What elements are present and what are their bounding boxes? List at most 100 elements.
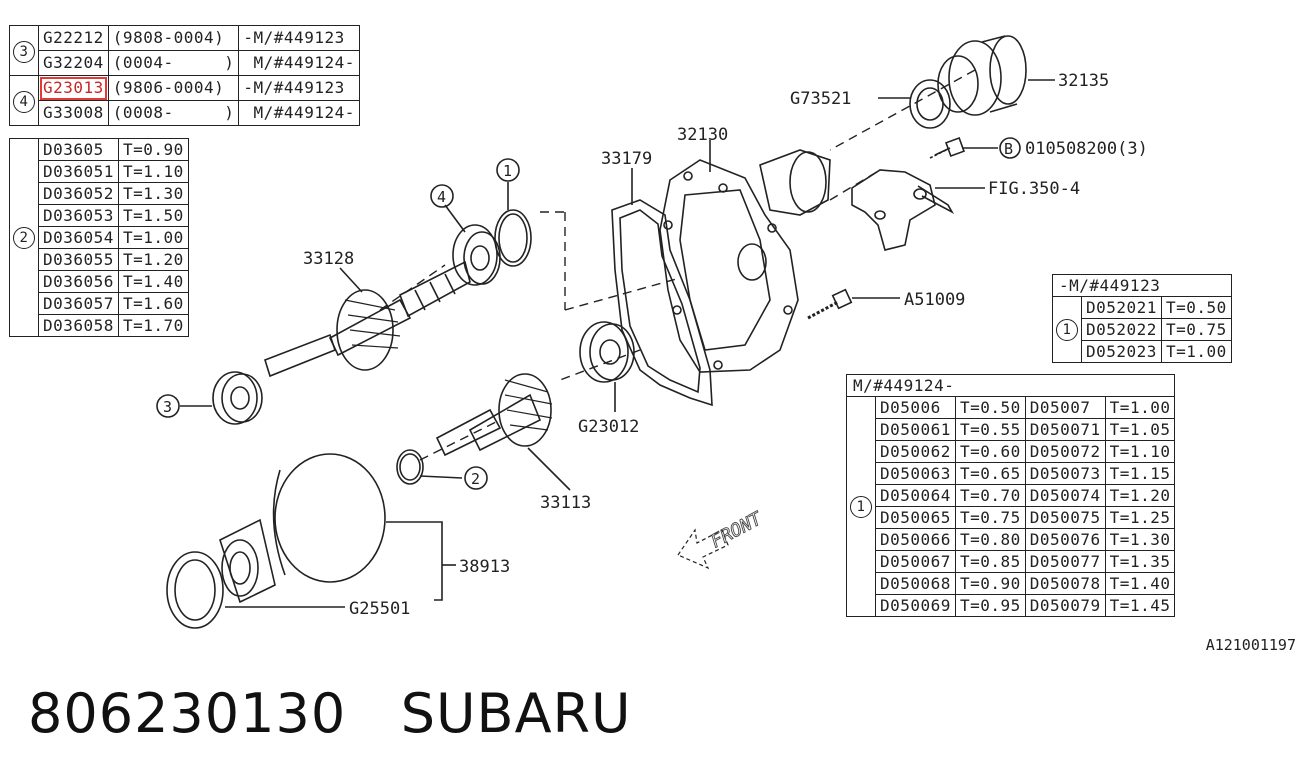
- part-33179-gasket: [611, 168, 713, 407]
- callout-a51009: A51009: [904, 290, 965, 310]
- exploded-parts-diagram: 32135 G73521 32130 33179 B: [156, 35, 1148, 629]
- callout-33128: 33128: [303, 249, 354, 269]
- table-row: 3 G22212 (9808-0004) -M/#449123: [9, 25, 360, 76]
- row-index-circle: 3: [13, 40, 35, 63]
- part-number-cell[interactable]: D050071: [1024, 418, 1106, 441]
- callout-fig350-4: FIG.350-4: [988, 179, 1080, 199]
- part-number-cell[interactable]: D050062: [875, 440, 956, 463]
- part-number-cell[interactable]: D050078: [1024, 572, 1106, 595]
- part-number-cell[interactable]: D050064: [875, 484, 956, 507]
- thickness-cell: T=1.35: [1104, 550, 1176, 573]
- part-number-cell[interactable]: D052021: [1081, 296, 1162, 319]
- row-index-circle: 1: [850, 496, 872, 518]
- front-label: FRONT: [707, 508, 766, 553]
- part-number-cell[interactable]: D050072: [1024, 440, 1106, 463]
- part-33113-pinion: [435, 373, 571, 491]
- part-number-cell[interactable]: D050065: [875, 506, 956, 529]
- part-number-cell[interactable]: D036058: [38, 314, 119, 337]
- part-number-cell-highlighted[interactable]: G23013: [38, 75, 109, 101]
- row-index-circle: 2: [13, 227, 35, 249]
- thickness-cell: T=0.65: [954, 462, 1026, 485]
- part-number-cell[interactable]: D036057: [38, 292, 119, 315]
- part-number-cell[interactable]: D036052: [38, 182, 119, 205]
- part-number-cell[interactable]: D052022: [1081, 318, 1162, 341]
- part-number-cell[interactable]: D036051: [38, 160, 119, 183]
- part-number-cell[interactable]: D050074: [1024, 484, 1106, 507]
- callout-32130: 32130: [677, 125, 728, 145]
- serial-range-header: M/#449124-: [845, 374, 1176, 397]
- thickness-cell: T=1.40: [1104, 572, 1176, 595]
- part-number-cell[interactable]: D050076: [1024, 528, 1106, 551]
- part-number-cell[interactable]: D050067: [875, 550, 956, 573]
- footer-title: 806230130 SUBARU: [28, 682, 632, 745]
- callout-circle-b-marker: [999, 137, 1021, 159]
- table-row: G33008 (0008- ) M/#449124-: [10, 100, 360, 126]
- row-index-circle: 1: [1056, 319, 1078, 341]
- thickness-cell: T=0.90: [954, 572, 1026, 595]
- top-parts-table: 3 G22212 (9808-0004) -M/#449123 G32204 (…: [9, 25, 360, 126]
- thickness-cell: T=0.95: [954, 594, 1026, 617]
- part-number-cell[interactable]: D050077: [1024, 550, 1106, 573]
- part-number-cell[interactable]: D036056: [38, 270, 119, 293]
- footer-part-number: 806230130: [28, 682, 347, 745]
- part-bearing-4: [430, 184, 501, 286]
- part-oring-1: [494, 158, 532, 267]
- part-number-cell[interactable]: D050075: [1024, 506, 1106, 529]
- part-38913-cover: [219, 453, 456, 604]
- callout-33113: 33113: [540, 493, 591, 513]
- part-number-cell[interactable]: D050073: [1024, 462, 1106, 485]
- part-number-cell[interactable]: D050079: [1024, 594, 1106, 617]
- part-number-cell[interactable]: D052023: [1081, 340, 1162, 363]
- thickness-cell: T=0.75: [1160, 318, 1232, 341]
- part-number-cell[interactable]: D05007: [1024, 396, 1106, 419]
- serial-cell: M/#449124-: [238, 100, 360, 126]
- callout-3-bearing: 3: [163, 398, 172, 416]
- thickness-cell: T=1.30: [1104, 528, 1176, 551]
- part-number-cell[interactable]: D050063: [875, 462, 956, 485]
- part-number-cell[interactable]: D036054: [38, 226, 119, 249]
- thickness-cell: T=1.45: [1104, 594, 1176, 617]
- callout-010508200: 010508200(3): [1025, 139, 1148, 159]
- part-number-cell[interactable]: G32204: [38, 50, 109, 76]
- thickness-cell: T=1.00: [117, 226, 189, 249]
- callout-b-letter: B: [1004, 140, 1013, 158]
- serial-cell: -M/#449123: [238, 25, 360, 51]
- thickness-cell: T=0.85: [954, 550, 1026, 573]
- thickness-cell: T=1.15: [1104, 462, 1176, 485]
- date-range-cell: (9806-0004): [107, 75, 240, 101]
- table-row: G32204 (0004- ) M/#449124-: [10, 50, 360, 76]
- part-number-cell[interactable]: D036055: [38, 248, 119, 271]
- thickness-cell: T=1.40: [117, 270, 189, 293]
- callout-33179: 33179: [601, 149, 652, 169]
- part-bolt-010508200: [929, 137, 998, 159]
- part-number-cell[interactable]: G33008: [38, 100, 109, 126]
- thickness-cell: T=0.50: [1160, 296, 1232, 319]
- row-index-circle: 4: [13, 90, 35, 113]
- thickness-cell: T=1.05: [1104, 418, 1176, 441]
- thickness-cell: T=0.75: [954, 506, 1026, 529]
- serial-range-header: -M/#449123: [1052, 274, 1232, 297]
- part-number-cell[interactable]: D03605: [38, 138, 119, 161]
- part-number-cell[interactable]: D036053: [38, 204, 119, 227]
- thickness-cell: T=0.80: [954, 528, 1026, 551]
- part-number-cell[interactable]: D05006: [875, 396, 956, 419]
- part-number-cell[interactable]: D050061: [875, 418, 956, 441]
- part-33128-drive-shaft: [264, 260, 471, 378]
- callout-2-oring: 2: [471, 470, 480, 488]
- thickness-cell: T=0.50: [954, 396, 1026, 419]
- part-number-cell[interactable]: D050066: [875, 528, 956, 551]
- callout-1-oring: 1: [503, 162, 512, 180]
- part-number-cell[interactable]: D050069: [875, 594, 956, 617]
- thickness-cell: T=1.10: [117, 160, 189, 183]
- part-number-cell[interactable]: G22212: [38, 25, 109, 51]
- part-number-cell[interactable]: D050068: [875, 572, 956, 595]
